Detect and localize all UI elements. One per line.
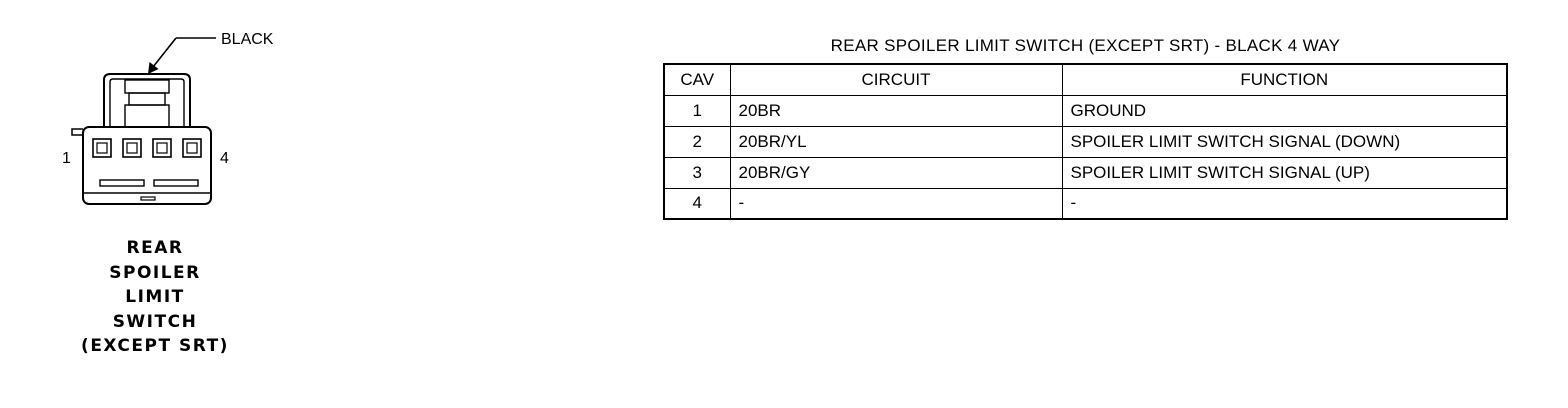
caption-line: SWITCH <box>112 311 198 332</box>
table-title: REAR SPOILER LIMIT SWITCH (EXCEPT SRT) -… <box>830 36 1341 55</box>
cavity-4 <box>182 138 202 158</box>
header-circuit: CIRCUIT <box>729 63 1063 96</box>
cell-circuit: 20BR <box>729 94 1063 127</box>
header-function: FUNCTION <box>1061 63 1508 96</box>
cell-circuit: - <box>729 187 1063 220</box>
caption-line: SPOILER <box>109 262 201 283</box>
table-row: 1 20BR GROUND <box>663 94 1508 127</box>
cell-function: SPOILER LIMIT SWITCH SIGNAL (UP) <box>1061 156 1508 189</box>
cell-function: GROUND <box>1061 94 1508 127</box>
pinout-table: CAV CIRCUIT FUNCTION 1 20BR GROUND 2 20B… <box>663 63 1508 220</box>
cell-function: SPOILER LIMIT SWITCH SIGNAL (DOWN) <box>1061 125 1508 158</box>
cell-cav: 4 <box>663 187 731 220</box>
connector-diagram: BLACK <box>0 0 300 408</box>
connector-latch <box>103 73 191 128</box>
cell-cav: 1 <box>663 94 731 127</box>
cavity-2 <box>122 138 142 158</box>
cell-circuit: 20BR/GY <box>729 156 1063 189</box>
connector-caption: REAR SPOILER LIMIT SWITCH (EXCEPT SRT) <box>70 236 240 359</box>
cell-cav: 3 <box>663 156 731 189</box>
caption-line: LIMIT <box>125 287 185 307</box>
caption-line: REAR <box>126 238 184 258</box>
table-row: 3 20BR/GY SPOILER LIMIT SWITCH SIGNAL (U… <box>663 156 1508 189</box>
cavity-3 <box>152 138 172 158</box>
pin-1-label: 1 <box>62 150 71 167</box>
header-cav: CAV <box>663 63 731 96</box>
cell-function: - <box>1061 187 1508 220</box>
cell-circuit: 20BR/YL <box>729 125 1063 158</box>
color-callout-label: BLACK <box>221 31 274 48</box>
color-callout-leader <box>148 37 216 74</box>
cavity-1 <box>92 138 112 158</box>
table-row: 4 - - <box>663 187 1508 220</box>
terminal-cavities <box>92 138 202 158</box>
connector-drawing: BLACK <box>62 31 274 205</box>
table-header-row: CAV CIRCUIT FUNCTION <box>663 63 1508 96</box>
pin-4-label: 4 <box>220 150 229 167</box>
cell-cav: 2 <box>663 125 731 158</box>
caption-line: (EXCEPT SRT) <box>81 336 229 356</box>
connector-body <box>71 126 212 205</box>
table-row: 2 20BR/YL SPOILER LIMIT SWITCH SIGNAL (D… <box>663 125 1508 158</box>
